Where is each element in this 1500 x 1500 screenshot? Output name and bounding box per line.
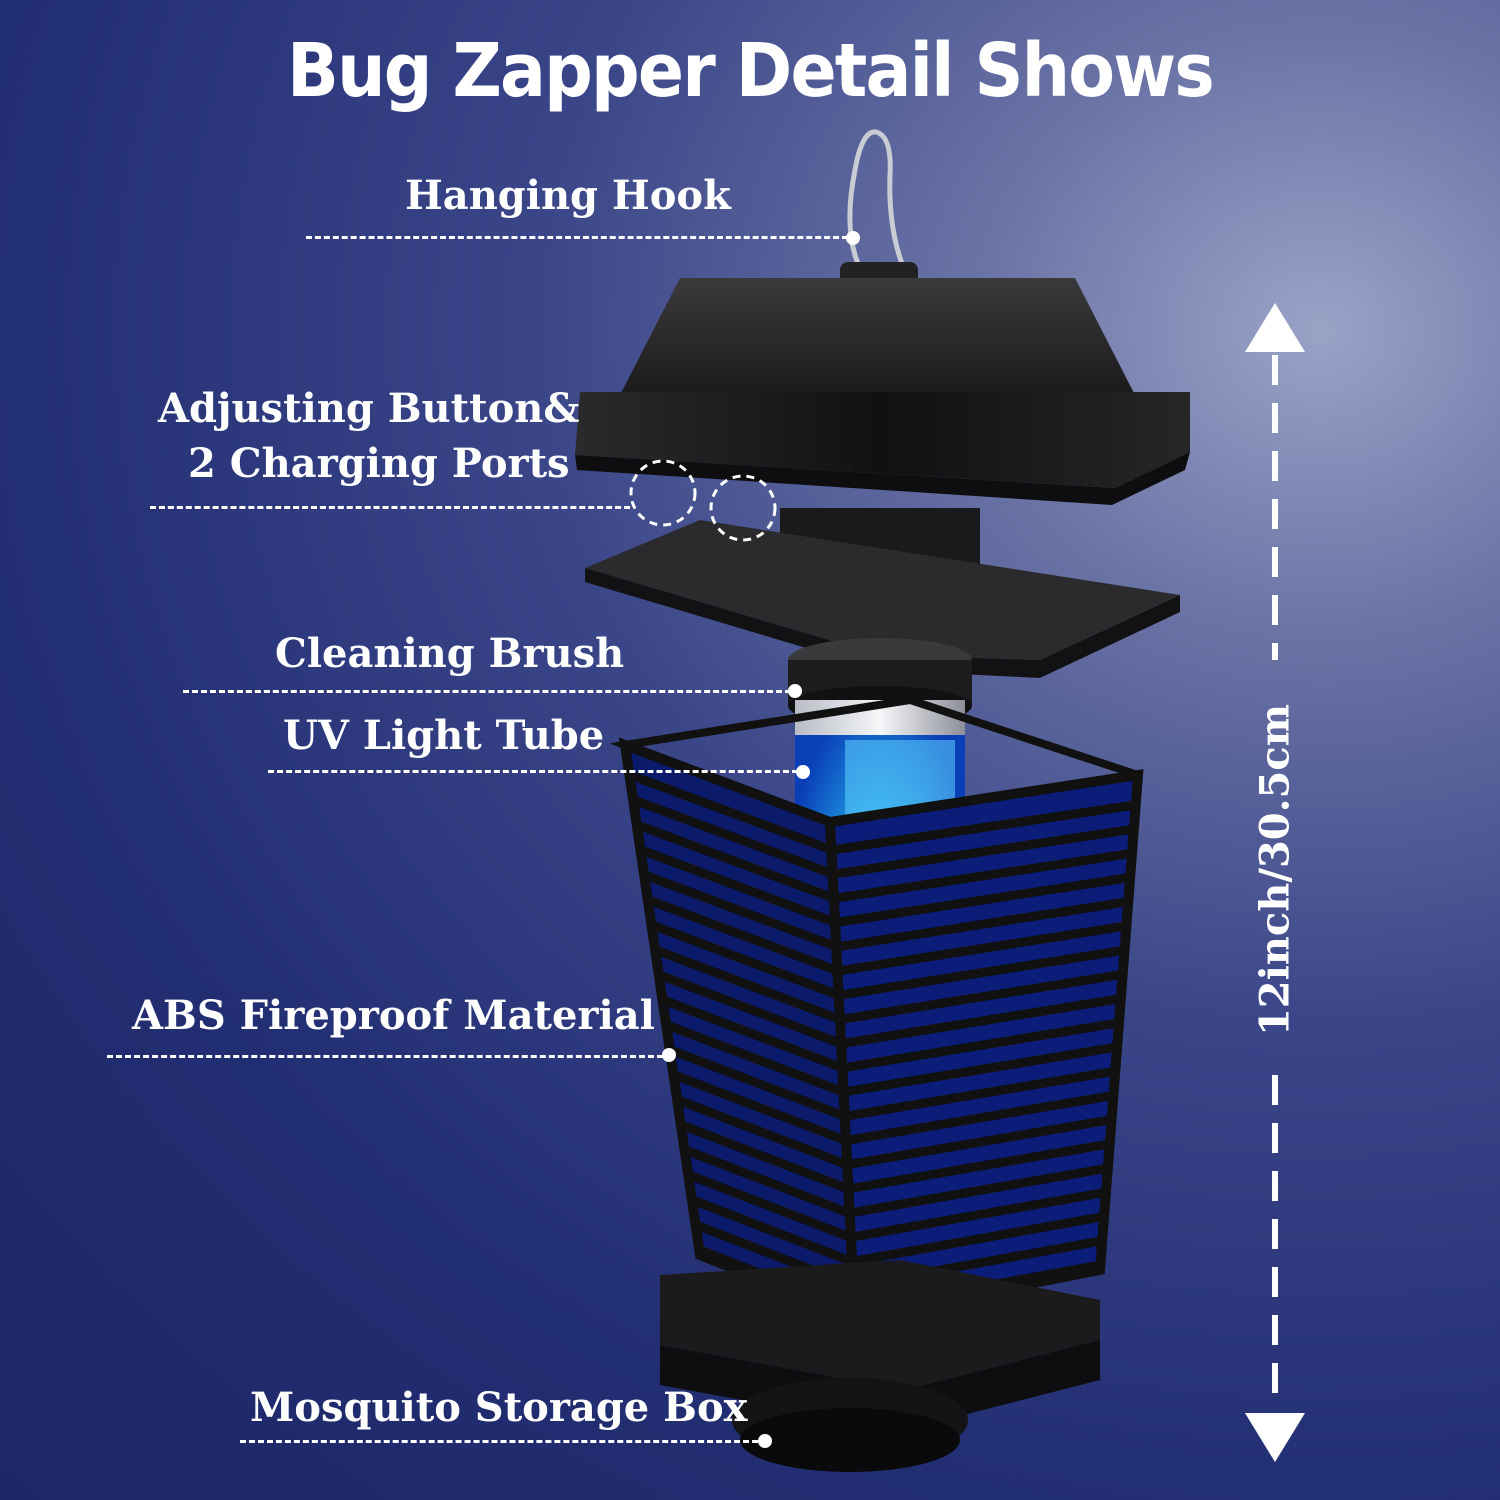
cage-bar	[847, 1139, 1110, 1194]
marker-uv-light-tube	[796, 765, 810, 779]
cage-bar	[842, 1042, 1118, 1097]
label-hanging-hook: Hanging Hook	[405, 172, 731, 219]
leader-uv-light-tube	[268, 770, 798, 773]
cage-bar	[665, 1020, 846, 1097]
cage-bar	[643, 870, 839, 952]
leader-hanging-hook	[306, 236, 848, 239]
marker-abs-material	[662, 1048, 676, 1062]
cage-bar	[837, 921, 1127, 976]
cage-bar	[849, 1187, 1107, 1242]
cage-bar	[650, 920, 841, 1000]
cage-bar	[687, 1170, 853, 1242]
cage-bar	[632, 795, 835, 879]
cage-bar	[838, 945, 1125, 1000]
cage-bar	[839, 970, 1123, 1024]
cage-bar	[683, 1145, 851, 1218]
cage-bar	[635, 820, 836, 903]
marker-hanging-hook	[846, 231, 860, 245]
cage-bar	[676, 1095, 849, 1169]
marker-storage-box	[758, 1434, 772, 1448]
page-title: Bug Zapper Detail Shows	[287, 28, 1215, 114]
label-cleaning-brush: Cleaning Brush	[275, 630, 625, 677]
cage-bar	[835, 897, 1129, 952]
marker-cleaning-brush	[788, 684, 802, 698]
cage-bar	[833, 848, 1132, 903]
cage-bar	[661, 995, 845, 1073]
leader-abs-material	[107, 1055, 663, 1058]
cage-bar	[679, 1120, 850, 1194]
dimension-arrow	[1245, 303, 1305, 1462]
cage-bar	[628, 770, 834, 855]
cage-bar	[840, 994, 1121, 1049]
label-adjusting-button-2: 2 Charging Ports	[188, 440, 570, 487]
cage-bar	[646, 895, 840, 976]
label-uv-light-tube: UV Light Tube	[283, 712, 605, 759]
cage-bar	[834, 873, 1131, 928]
cleaning-brush-shape	[788, 638, 972, 740]
cage-bar	[639, 845, 838, 927]
hanging-hook-shape	[847, 129, 908, 274]
dimension-label: 12inch/30.5cm	[1251, 703, 1299, 1037]
cage-bar	[845, 1091, 1114, 1145]
button-highlight-circle	[629, 459, 697, 527]
cage-bar	[846, 1115, 1112, 1170]
cage-bar	[832, 824, 1134, 879]
label-adjusting-button-1: Adjusting Button&	[158, 385, 580, 432]
leader-adjusting-button	[150, 506, 630, 509]
cage-bar	[691, 1195, 854, 1266]
cage-bar	[668, 1045, 847, 1121]
cage-bar	[850, 1212, 1105, 1267]
leader-storage-box	[240, 1440, 758, 1443]
cage-bar	[657, 970, 843, 1048]
cage-bar	[848, 1163, 1109, 1218]
leader-cleaning-brush	[183, 690, 791, 693]
label-storage-box: Mosquito Storage Box	[250, 1384, 748, 1431]
top-cap-shape	[575, 262, 1190, 505]
cage-bar	[831, 800, 1136, 855]
port-highlight-circle	[709, 474, 777, 542]
cage-bar	[672, 1070, 848, 1145]
cage-bar	[843, 1066, 1116, 1121]
cage-bar	[654, 945, 842, 1024]
storage-box-shape	[660, 1260, 1100, 1472]
cage-bar	[841, 1018, 1120, 1073]
label-abs-material: ABS Fireproof Material	[132, 992, 655, 1039]
